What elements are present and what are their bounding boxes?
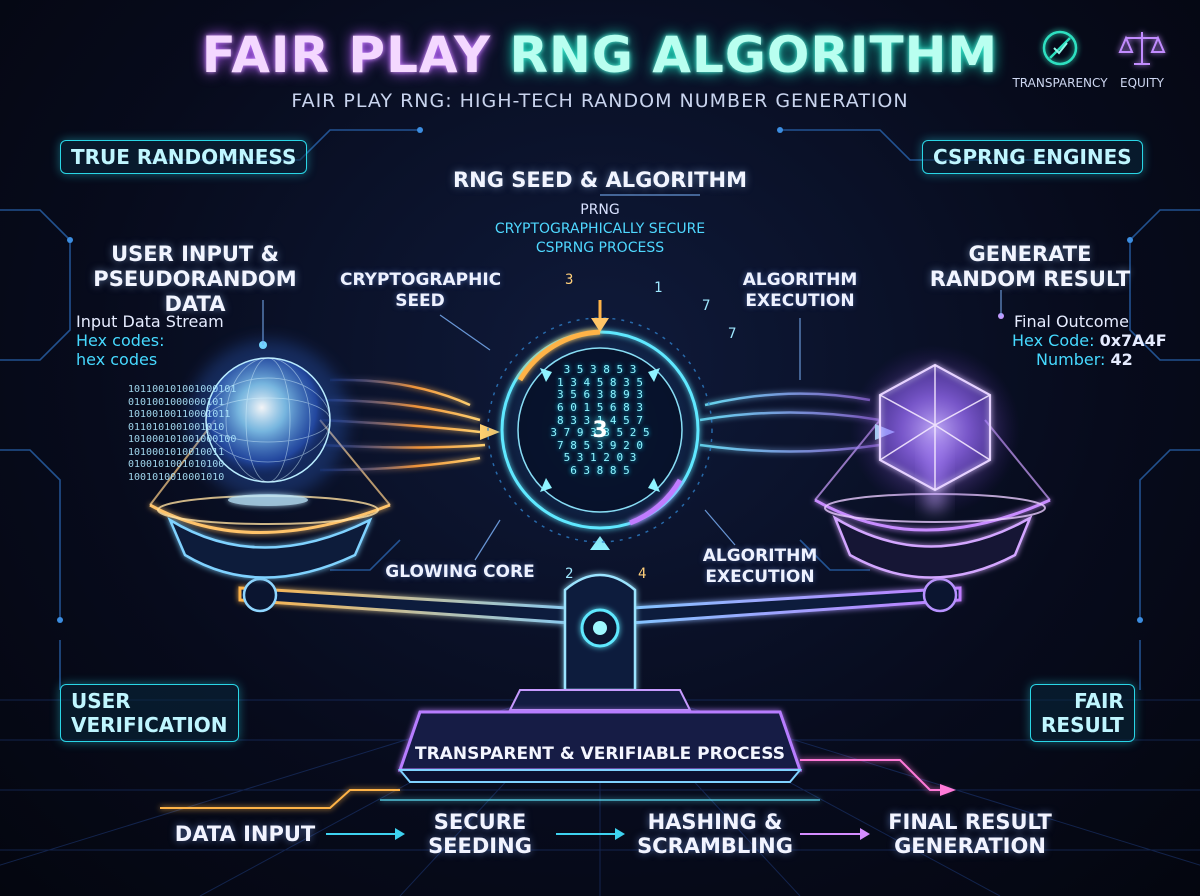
left-panel-caption: Input Data Stream	[76, 312, 224, 331]
pill-true-randomness: TRUE RANDOMNESS	[60, 140, 308, 174]
floating-digit: 2	[565, 566, 574, 582]
badge-transparency-label: TRANSPARENCY	[1012, 76, 1108, 90]
left-panel-hex-2: hex codes	[76, 350, 158, 369]
step-hashing-scrambling: HASHING & SCRAMBLING	[637, 810, 793, 859]
core-center-digit: 3	[592, 418, 608, 443]
center-heading: RNG SEED & ALGORITHM	[453, 168, 747, 192]
left-panel-hex-1: Hex codes:	[76, 331, 165, 350]
center-line-3: CSPRNG PROCESS	[535, 240, 665, 256]
right-panel-number: Number: 42	[1036, 350, 1133, 369]
floating-digit: 1	[654, 280, 663, 296]
platform-label: TRANSPARENT & VERIFIABLE PROCESS	[415, 744, 785, 764]
right-panel-hex: Hex Code: 0x7A4F	[1012, 331, 1167, 350]
label-algorithm-execution-bottom: ALGORITHM EXECUTION	[702, 546, 818, 588]
right-panel-heading: GENERATE RANDOM RESULT	[929, 242, 1131, 292]
pill-fair-result: FAIR RESULT	[1030, 684, 1135, 742]
title-part-2: RNG ALGORITHM	[509, 26, 999, 84]
right-panel-caption: Final Outcome	[1014, 312, 1129, 331]
badge-equity-label: EQUITY	[1119, 76, 1164, 90]
step-final-result-generation: FINAL RESULT GENERATION	[888, 810, 1052, 859]
label-cryptographic-seed: CRYPTOGRAPHIC SEED	[340, 270, 502, 312]
floating-digit: 7	[728, 326, 737, 342]
shield-check-icon	[1042, 30, 1078, 66]
step-data-input: DATA INPUT	[174, 822, 316, 846]
floating-digit: 3	[565, 272, 574, 288]
page-subtitle: FAIR PLAY RNG: HIGH-TECH RANDOM NUMBER G…	[291, 90, 909, 112]
floating-digit: 7	[702, 298, 711, 314]
center-line-1: PRNG	[580, 202, 620, 218]
balance-scale-icon	[1118, 32, 1166, 65]
title-part-1: FAIR PLAY	[201, 26, 492, 84]
label-algorithm-execution-top: ALGORITHM EXECUTION	[742, 270, 858, 312]
center-line-2: CRYPTOGRAPHICALLY SECURE	[494, 221, 706, 237]
left-panel-heading: USER INPUT & PSEUDORANDOM DATA	[93, 242, 297, 317]
label-glowing-core: GLOWING CORE	[385, 562, 535, 582]
binary-stream: 101100101001000101 0101001000000101 1010…	[128, 384, 237, 483]
pill-user-verification: USER VERIFICATION	[60, 684, 239, 742]
core-digit-grid: 3 5 3 8 5 3 1 3 4 5 8 3 5 3 5 6 3 8 9 3 …	[550, 363, 650, 478]
page-title: FAIR PLAY RNG ALGORITHM	[0, 26, 1200, 84]
pill-csprng-engines: CSPRNG ENGINES	[922, 140, 1143, 174]
floating-digit: 4	[638, 566, 647, 582]
step-secure-seeding: SECURE SEEDING	[428, 810, 532, 859]
